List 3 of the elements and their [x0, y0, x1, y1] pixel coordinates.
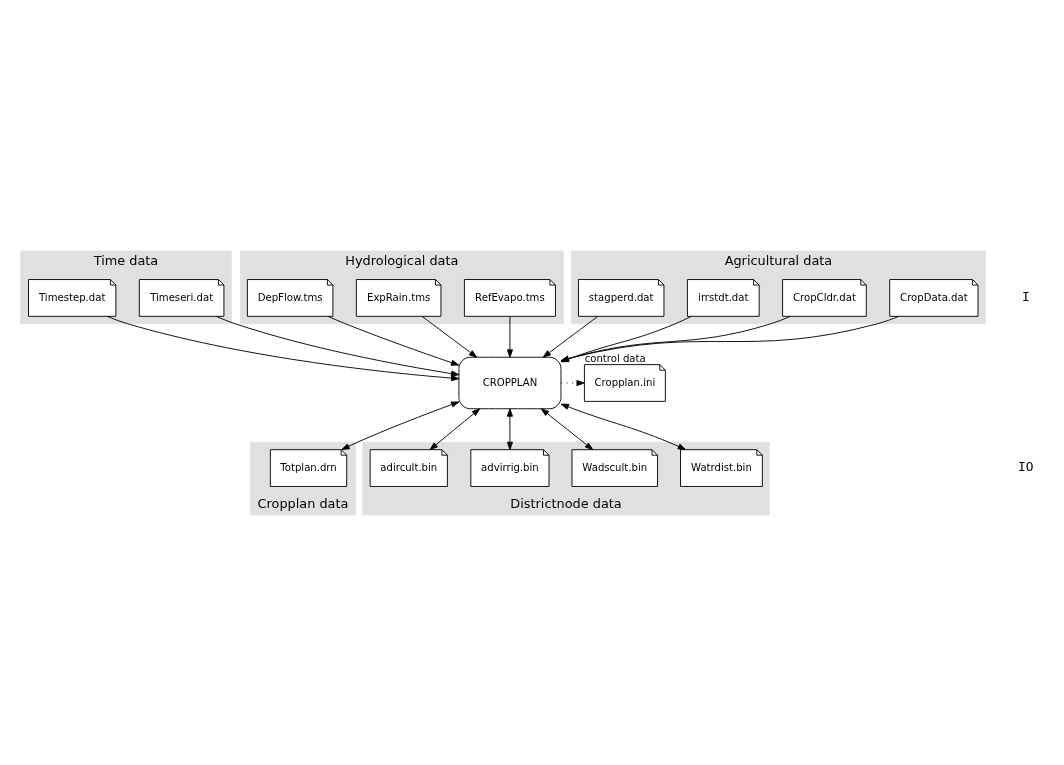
label: I [1021, 288, 1030, 304]
node-label: control data [584, 352, 646, 364]
label: IO [1018, 458, 1034, 474]
